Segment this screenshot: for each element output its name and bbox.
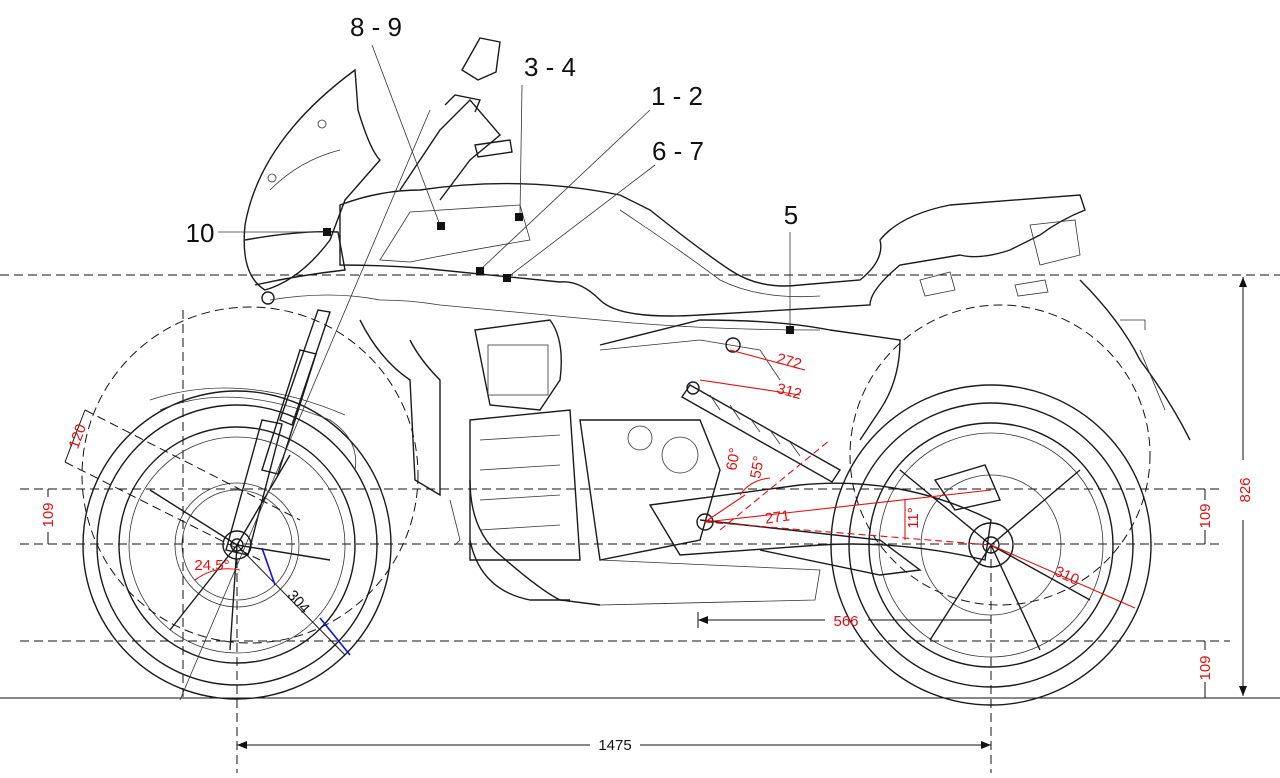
swingarm [648, 482, 992, 576]
callout-label-6-7: 6 - 7 [652, 136, 704, 166]
rear-axle-offset-dimension: 109 [1197, 489, 1214, 544]
callout-label-10: 10 [186, 218, 215, 248]
overall-height-label: 826 [1237, 477, 1254, 502]
shock-dimensions: 272 312 60° 55° [699, 349, 831, 531]
wheelbase-dimension: 1475 [237, 737, 991, 754]
callout-1-2: 1 - 2 [476, 81, 703, 275]
engine-frame [359, 319, 821, 606]
swingarm-pivot-label: 271 [764, 507, 791, 527]
callout-label-3-4: 3 - 4 [524, 52, 576, 82]
rear-caliper [933, 464, 1001, 511]
pivot-to-axle-dimension: 566 [697, 612, 991, 630]
front-wheel [81, 306, 419, 700]
shock-b-label: 312 [775, 380, 804, 403]
reference-lines [0, 274, 1280, 773]
wheelbase-label: 1475 [598, 737, 631, 754]
windscreen-fairing [243, 68, 381, 305]
rear-ground-gap-label: 109 [1197, 655, 1214, 680]
callout-5: 5 [784, 200, 798, 334]
rear-axle-offset-label: 109 [1197, 503, 1214, 528]
steering-angle-label: 24.5° [194, 557, 229, 574]
front-disc-dimension: 304 [236, 544, 351, 656]
front-axle-offset-dimension: 109 [40, 489, 57, 544]
callout-label-1-2: 1 - 2 [651, 81, 703, 111]
height-dimension: 826 [1237, 277, 1254, 696]
rear-disc-label: 310 [1052, 563, 1082, 589]
callout-8-9: 8 - 9 [350, 12, 445, 230]
front-disc-label: 304 [284, 587, 313, 617]
fork-offset-label: 120 [66, 422, 91, 451]
callout-label-5: 5 [784, 200, 798, 230]
swingarm-angle-label: 11° [905, 507, 922, 529]
callout-3-4: 3 - 4 [515, 52, 576, 221]
shock-a-label: 272 [775, 350, 804, 373]
callout-10: 10 [186, 218, 331, 248]
shock-angle-a-label: 60° [723, 447, 744, 472]
tank-body [269, 182, 1191, 441]
callout-6-7: 6 - 7 [503, 136, 704, 282]
front-fork [179, 37, 513, 701]
steering-angle-dimension: 24.5° [194, 557, 241, 581]
rear-ground-gap-dimension: 109 [1197, 641, 1214, 698]
rear-wheel [830, 304, 1152, 706]
rear-shock [681, 337, 841, 483]
pivot-to-axle-label: 566 [833, 613, 858, 630]
shock-angle-b-label: 55° [747, 455, 768, 480]
front-axle-offset-label: 109 [40, 502, 57, 527]
callout-label-8-9: 8 - 9 [350, 12, 402, 42]
